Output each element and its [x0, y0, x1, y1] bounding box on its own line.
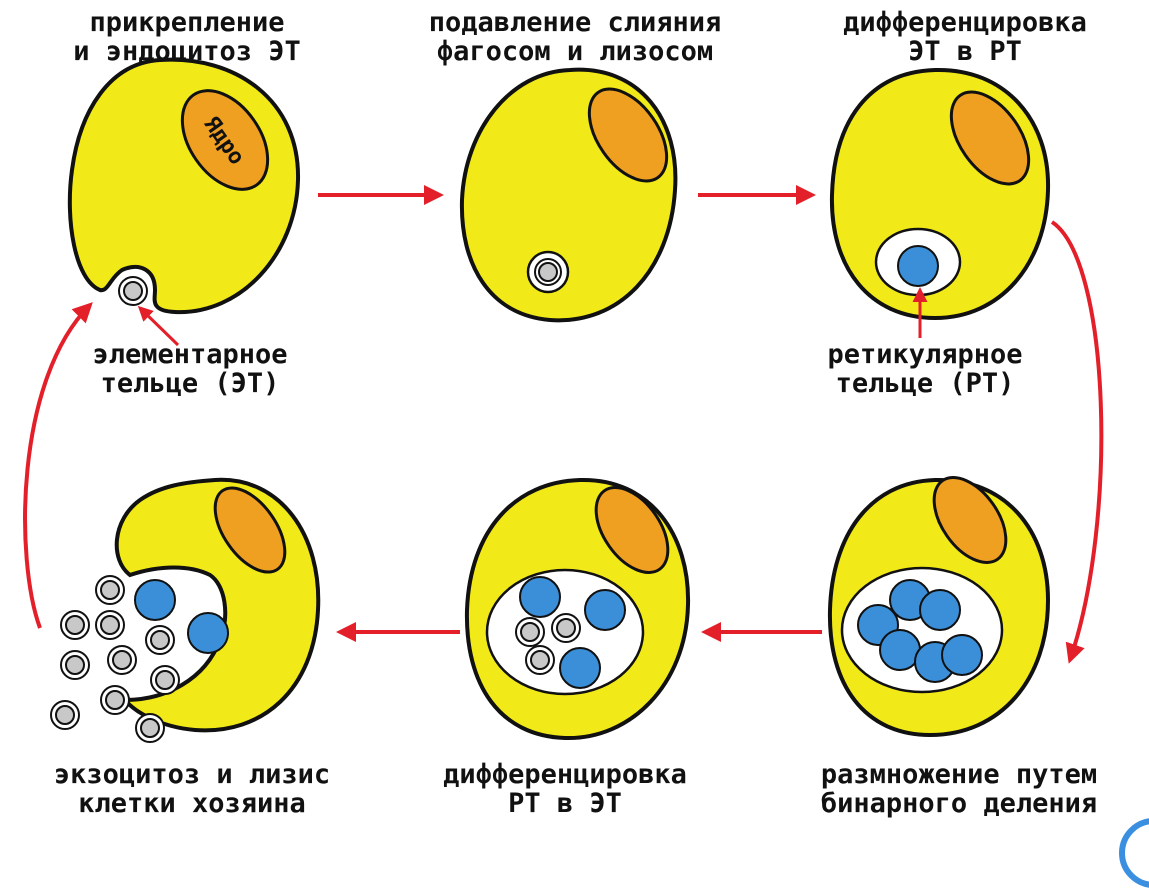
arrow-6-to-1 [25, 305, 90, 628]
lifecycle-diagram: Ядро [0, 0, 1149, 848]
cell-diff-et-rt [832, 70, 1048, 318]
cell-suppress [462, 70, 682, 321]
cell-attach: Ядро [70, 60, 298, 312]
cell-diff-rt-et [467, 475, 688, 738]
rt-body [898, 246, 938, 286]
arrow-3-to-4 [1052, 222, 1101, 660]
cell-exocytosis [51, 476, 318, 742]
cell-multiply [830, 465, 1048, 735]
